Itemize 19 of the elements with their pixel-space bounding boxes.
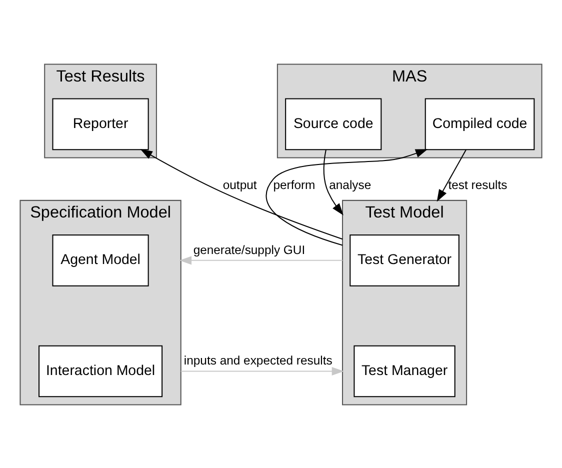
edge-label: perform bbox=[273, 177, 316, 192]
arrow bbox=[179, 256, 342, 264]
edge-label: inputs and expected results bbox=[184, 353, 332, 368]
node-box: Source code bbox=[285, 98, 382, 150]
node-box: Agent Model bbox=[52, 234, 149, 286]
edge-label: output bbox=[222, 177, 257, 192]
arrow bbox=[266, 148, 428, 246]
arrow bbox=[180, 366, 344, 376]
node-box: Test Generator bbox=[350, 234, 460, 286]
edge-label: generate/supply GUI bbox=[193, 242, 306, 256]
edge-label: test results bbox=[448, 177, 508, 192]
node-box: Interaction Model bbox=[38, 344, 163, 397]
arrow bbox=[436, 149, 466, 202]
edge-label: analyse bbox=[329, 177, 372, 192]
arrow bbox=[323, 149, 344, 215]
node-box: Test Manager bbox=[354, 344, 456, 397]
node-box: Compiled code bbox=[424, 98, 535, 150]
arrow bbox=[140, 148, 343, 240]
node-box: Reporter bbox=[52, 98, 149, 150]
